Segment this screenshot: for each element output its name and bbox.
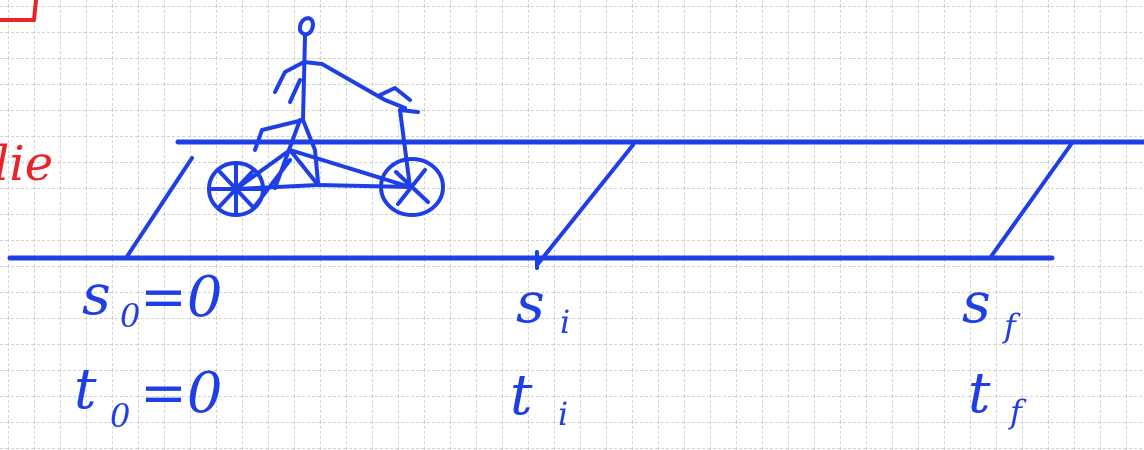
label-ti-subscript: i <box>558 395 569 433</box>
marker-final <box>988 141 1074 260</box>
label-t0-subscript: 0 <box>110 397 131 435</box>
label-si: s <box>516 271 545 336</box>
label-tf-subscript: f <box>1010 393 1022 431</box>
bicycle-rider-drawing <box>207 16 445 217</box>
red-box-fragment <box>0 0 38 22</box>
label-si-subscript: i <box>560 303 571 341</box>
label-s0-value: =0 <box>140 265 223 330</box>
marker-start <box>124 156 194 260</box>
label-tf: t <box>968 361 991 426</box>
label-sf: s <box>962 271 991 336</box>
marker-intermediate <box>535 143 635 267</box>
label-s0-subscript: 0 <box>120 297 141 335</box>
label-t0-value: =0 <box>140 361 223 426</box>
label-t0: t <box>74 357 97 422</box>
red-margin-fragment: lie <box>0 136 54 192</box>
label-ti: t <box>510 363 533 428</box>
label-sf-subscript: f <box>1004 307 1016 345</box>
label-s0: s <box>82 263 111 328</box>
